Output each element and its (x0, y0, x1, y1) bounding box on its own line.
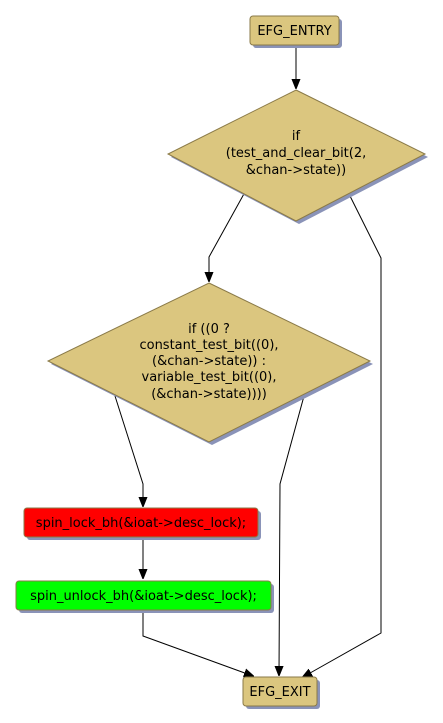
exit-node-label: EFG_EXIT (249, 685, 310, 700)
edge-decision1-to-decision2 (209, 191, 246, 281)
lock-node-label: spin_lock_bh(&ioat->desc_lock); (36, 516, 246, 531)
exit-node: EFG_EXIT (242, 676, 320, 709)
decision2-line-5: (&chan->state)))) (151, 387, 267, 402)
decision2-line-3: (&chan->state)) : (152, 354, 266, 369)
edge-decision1-to-exit (303, 191, 382, 677)
unlock-node: spin_unlock_bh(&ioat->desc_lock); (15, 580, 274, 613)
decision1-line-3: &chan->state)) (246, 163, 346, 178)
entry-node-box (249, 15, 340, 46)
lock-node-box (23, 507, 259, 538)
decision1-line-1: if (292, 129, 301, 144)
decision1-diamond (166, 89, 427, 222)
decision1-line-2: (test_and_clear_bit(2, (226, 146, 367, 161)
edges (114, 46, 382, 677)
decision2-diamond (46, 282, 372, 443)
exit-node-box (242, 676, 318, 707)
edge-unlock-to-exit (142, 610, 253, 676)
edge-decision2-to-exit (279, 395, 305, 675)
decision2-line-1: if ((0 ? (188, 322, 230, 337)
entry-node: EFG_ENTRY (249, 15, 342, 48)
unlock-node-box (15, 580, 272, 611)
lock-node: spin_lock_bh(&ioat->desc_lock); (23, 507, 261, 540)
decision1-node: if (test_and_clear_bit(2, &chan->state)) (166, 89, 428, 224)
unlock-node-label: spin_unlock_bh(&ioat->desc_lock); (30, 589, 257, 604)
decision2-line-2: constant_test_bit((0), (139, 338, 278, 353)
edge-decision2-to-lock (114, 395, 143, 506)
decision2-node: if ((0 ? constant_test_bit((0), (&chan->… (46, 282, 373, 445)
decision2-line-4: variable_test_bit((0), (142, 370, 277, 385)
entry-node-label: EFG_ENTRY (257, 24, 331, 39)
